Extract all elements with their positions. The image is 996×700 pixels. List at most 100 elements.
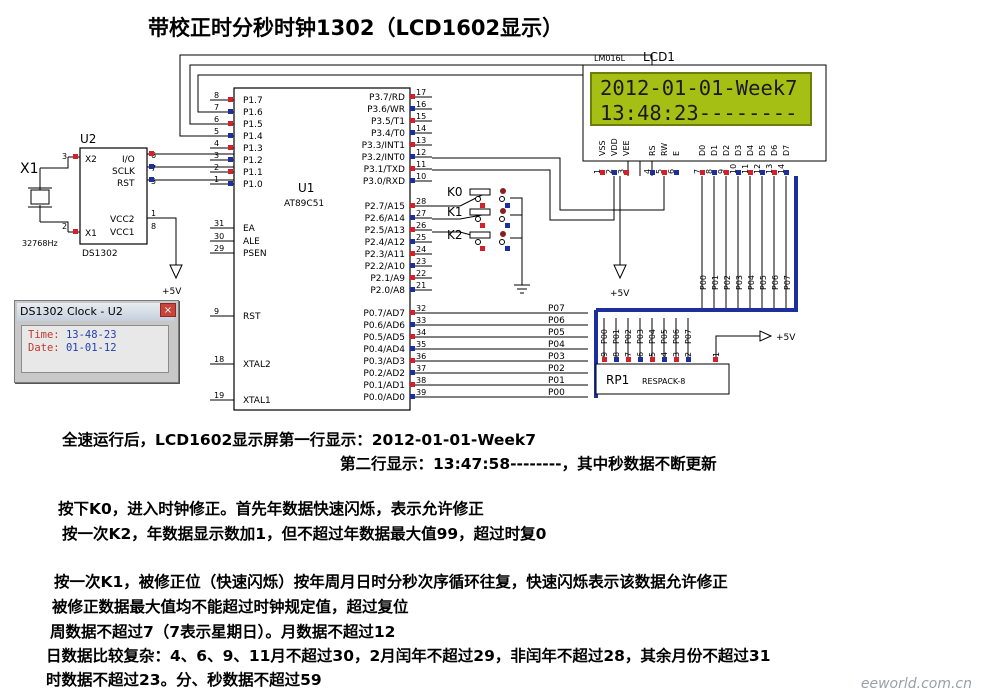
u1-pin-number: 6 [214,115,219,124]
lcd-pin-number: 12 [753,164,762,174]
u2-part: DS1302 [82,249,118,259]
p0-net-label: P07 [548,304,565,314]
u1-pin-number: 19 [214,391,224,400]
u1-pin-label: P1.3 [243,144,263,154]
lcd-pin-marker [724,170,729,175]
u1-pin-label: P0.2/AD2 [363,369,405,379]
clock-window-titlebar[interactable]: DS1302 Clock - U2 [17,303,174,321]
lcd-pin-label: E [672,151,681,156]
u1-pin-number: 1 [214,175,219,184]
u1-pin-label: P1.5 [243,120,263,130]
u1-pin-number: 36 [416,352,426,361]
rp1-name: RP1 [606,373,629,387]
u1-pin-label: P1.6 [243,108,263,118]
u2-pinnum-x2: 3 [62,152,67,161]
lcd-pin-marker [736,170,741,175]
u2-pin-rst: RST [117,179,135,189]
u1-pin-label: P1.7 [243,96,263,106]
u1-pin-number: 28 [416,197,426,206]
u1-pin-marker [410,203,415,208]
u1-pin-marker [228,169,233,174]
lcd-pin-marker [674,170,679,175]
rp1-pin-marker [638,357,643,362]
key-label: K1 [447,205,463,219]
rp1-pin-number: 2 [684,352,693,357]
lcd-pin-label: RW [660,143,669,156]
u1-pin-number: 2 [214,163,219,172]
p0-net-label: P05 [548,328,565,338]
ds1302-chip [79,147,148,245]
u1-pin-label: P0.6/AD6 [363,321,405,331]
u1-label: U1 [298,181,314,195]
u1-pin-marker [228,97,233,102]
u2-pinnum-x1: 2 [62,222,67,231]
u1-pin-number: 11 [416,160,426,169]
key-pin-marker [505,246,510,251]
u1-pin-number: 16 [416,100,426,109]
power-label-rp1: +5V [776,333,796,343]
u1-pin-marker [410,118,415,123]
rp1-pin-number: 7 [624,352,633,357]
u1-pin-marker [410,275,415,280]
u1-pin-marker [410,322,415,327]
key-indicator [500,188,506,194]
lcd-bus-net-label: P01 [711,275,720,290]
u1-pin-label: P3.3/INT1 [362,141,405,151]
p0-net-label: P00 [548,388,565,398]
key-switch-icon [469,188,491,196]
u1-pin-marker [410,394,415,399]
rp1-pin-marker [626,357,631,362]
key-contact [475,196,481,202]
crystal-label: X1 [20,161,39,177]
lcd-model: LM016L [594,54,626,63]
close-button[interactable]: × [160,303,176,317]
rp1-pin-number: 5 [648,352,657,357]
u1-pin-label: P2.3/A11 [365,250,405,260]
ds1302-clock-window[interactable]: DS1302 Clock - U2 × Time: 13-48-23 Date:… [14,300,179,383]
lcd-pin-marker [712,170,717,175]
key-pin-marker [480,246,485,251]
u1-pin-label: XTAL2 [243,360,271,370]
u1-pin-marker [410,178,415,183]
u1-pin-number: 24 [416,245,426,254]
lcd-pin-label: D6 [770,145,779,156]
u1-pin-label: P3.1/TXD [364,165,405,175]
description-line-9: 时数据不超过23。分、秒数据不超过59 [46,671,322,689]
key-contact [499,239,505,245]
description-line-5: 按一次K1，被修正位（快速闪烁）按年周月日时分秒次序循环往复，快速闪烁表示该数据… [54,573,728,591]
lcd-pin-label: D2 [722,145,731,156]
u1-pin-label: P3.4/T0 [371,129,405,139]
u1-pin-label: PSEN [243,249,267,259]
u1-pin-label: P2.0/A8 [370,286,405,296]
u1-pin-marker [410,263,415,268]
rp1-pin-marker [602,357,607,362]
u1-pin-marker [228,145,233,150]
u1-pin-number: 22 [416,269,426,278]
u1-pin-number: 17 [416,88,426,97]
u1-pin-marker [410,310,415,315]
u1-pin-marker [228,121,233,126]
lcd-name: LCD1 [643,50,675,64]
lcd-bus-net-label: P02 [723,275,732,290]
lcd-bus-net-label: P07 [783,275,792,290]
u1-pin-number: 33 [416,316,426,325]
lcd-pin-marker [600,170,605,175]
key-label: K2 [447,228,463,242]
power-arrow-icon [613,264,627,280]
u1-pin-number: 8 [214,91,219,100]
u2-label: U2 [80,132,96,146]
u1-pin-number: 34 [416,328,426,337]
u1-pin-number: 39 [416,388,426,397]
u1-pin-marker [410,251,415,256]
u1-pin-label: P3.2/INT0 [362,153,406,163]
u1-pin-marker [410,346,415,351]
key-contact [499,196,505,202]
p0-net-label: P04 [548,340,565,350]
power-arrow-icon [169,264,183,280]
u1-part: AT89C51 [284,199,324,209]
u1-pin-number: 14 [416,124,426,133]
u1-pin-marker [410,358,415,363]
u1-left-pins: 8P1.77P1.66P1.55P1.44P1.33P1.22P1.11P1.0… [210,91,271,406]
